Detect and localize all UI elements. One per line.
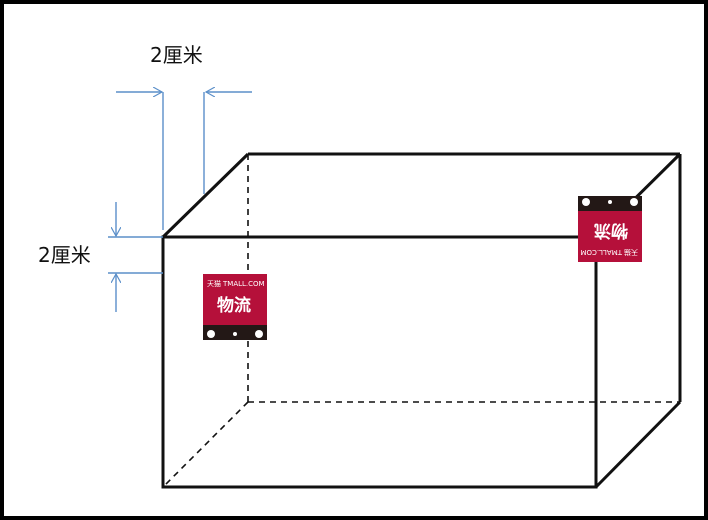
label-site-back: TMALL.COM xyxy=(580,248,623,256)
dimension-lines xyxy=(108,92,252,312)
label-title-back: 物流 xyxy=(594,220,628,241)
box-label-placement-diagram: 2厘米 2厘米 天猫 TMALL.COM 物流 天猫 TMALL.COM 物流 xyxy=(38,43,682,489)
label-site: TMALL.COM xyxy=(222,280,265,288)
side-gap-label: 2厘米 xyxy=(38,243,91,267)
label-brand: 天猫 xyxy=(207,279,221,288)
top-gap-label: 2厘米 xyxy=(150,43,203,67)
label-brand-back: 天猫 xyxy=(624,248,638,257)
logistics-label-front: 天猫 TMALL.COM 物流 xyxy=(203,274,267,340)
logistics-label-back: 天猫 TMALL.COM 物流 xyxy=(578,196,642,262)
label-title: 物流 xyxy=(217,295,251,316)
